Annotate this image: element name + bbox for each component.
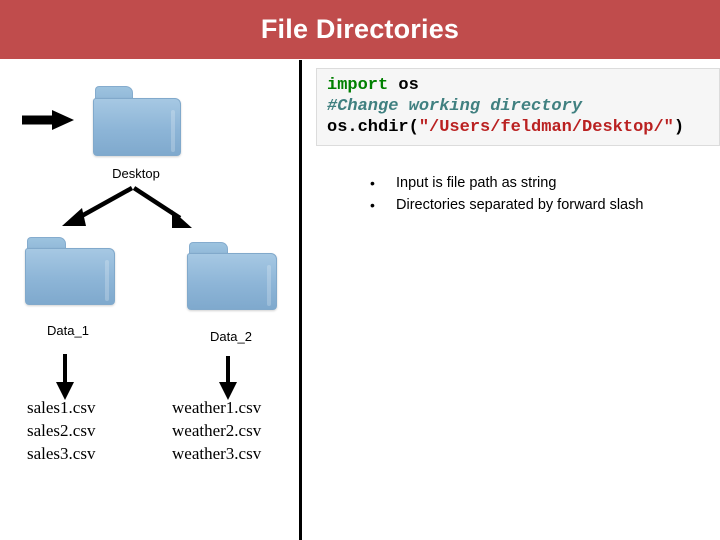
folder-body [187, 253, 277, 310]
folder-label-data-1: Data_1 [47, 323, 89, 338]
down-left-arrow-icon [62, 186, 134, 226]
right-content-column: import os #Change working directory os.c… [302, 60, 720, 540]
file-list-data-1: sales1.csv sales2.csv sales3.csv [27, 396, 95, 465]
folder-sheen [105, 260, 109, 301]
bullet-text: Directories separated by forward slash [396, 197, 644, 213]
down-arrow-icon-data-2 [219, 356, 237, 400]
bullet-list: • Input is file path as string • Directo… [364, 173, 714, 217]
file-list-data-2: weather1.csv weather2.csv weather3.csv [172, 396, 261, 465]
folder-sheen [171, 109, 175, 152]
list-item: sales2.csv [27, 421, 96, 440]
code-keyword-import: import [327, 76, 389, 95]
slide-header-banner: File Directories [0, 0, 720, 59]
code-comment: #Change working directory [327, 97, 583, 116]
code-string-path: "/Users/feldman/Desktop/" [418, 118, 674, 137]
bullet-text: Input is file path as string [396, 175, 557, 191]
folder-body [25, 248, 115, 305]
bullet-marker-icon: • [370, 175, 375, 191]
code-close-paren: ) [673, 118, 685, 137]
list-item: • Input is file path as string [364, 173, 714, 194]
folder-label-data-2: Data_2 [210, 329, 252, 344]
bullet-marker-icon: • [370, 197, 375, 213]
code-block: import os #Change working directory os.c… [316, 68, 720, 146]
code-text: import os #Change working directory os.c… [327, 75, 715, 138]
list-item: sales3.csv [27, 444, 96, 463]
list-item: sales1.csv [27, 398, 96, 417]
list-item: weather1.csv [172, 398, 262, 417]
list-item: • Directories separated by forward slash [364, 195, 714, 216]
folder-body [93, 97, 181, 156]
folder-icon-data-1[interactable] [25, 237, 115, 305]
folder-tree-diagram: Desktop Data_1 Data_2 sales1.csv sales2.… [0, 60, 299, 540]
list-item: weather3.csv [172, 444, 262, 463]
right-arrow-icon [22, 110, 74, 130]
column-divider [299, 60, 302, 540]
list-item: weather2.csv [172, 421, 262, 440]
page-title: File Directories [260, 14, 460, 44]
down-arrow-icon-data-1 [56, 354, 74, 400]
down-right-arrow-icon [132, 186, 192, 228]
folder-icon-desktop[interactable] [93, 86, 181, 156]
folder-label-desktop: Desktop [112, 166, 160, 181]
folder-icon-data-2[interactable] [187, 242, 277, 310]
code-call-chdir: os.chdir( [327, 118, 419, 137]
folder-sheen [267, 265, 271, 306]
code-module-os: os [388, 76, 419, 95]
